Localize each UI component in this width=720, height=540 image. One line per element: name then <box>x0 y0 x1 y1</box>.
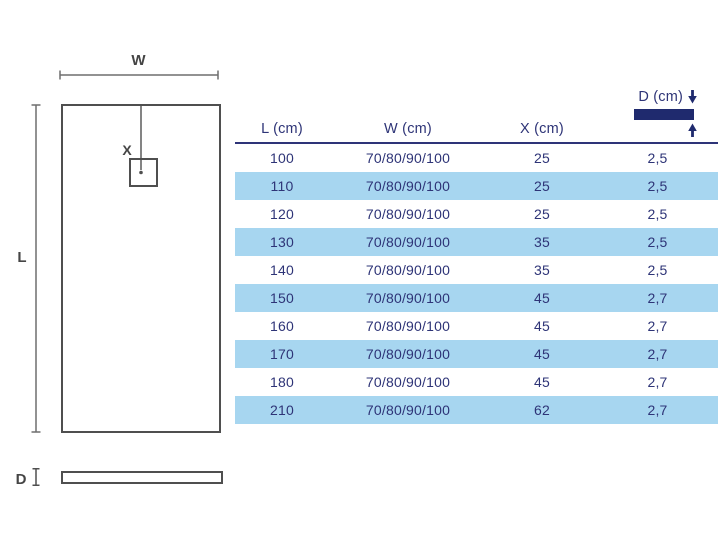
drain-center-dot <box>139 170 143 175</box>
dimensions-table: L (cm) W (cm) X (cm) D (cm) 100 <box>235 88 718 424</box>
table-cell: 70/80/90/100 <box>365 234 451 250</box>
table-cell: 2,7 <box>647 318 668 334</box>
table-cell: 62 <box>534 402 550 418</box>
table-row: 110 70/80/90/100 25 2,5 <box>235 172 718 200</box>
table-cell: 45 <box>534 290 550 306</box>
table-cell: 2,5 <box>647 262 668 278</box>
table-cell: 25 <box>534 178 550 194</box>
depth-dimension-tick <box>32 468 40 486</box>
table-cell: 160 <box>270 318 294 334</box>
table-cell: 25 <box>534 206 550 222</box>
length-dimension-line <box>31 104 41 433</box>
table-cell: 35 <box>534 262 550 278</box>
table-cell: 70/80/90/100 <box>365 178 451 194</box>
length-dimension-label: L <box>17 249 26 266</box>
table-cell: 70/80/90/100 <box>365 262 451 278</box>
table-cell: 70/80/90/100 <box>365 374 451 390</box>
table-row: 130 70/80/90/100 35 2,5 <box>235 228 718 256</box>
table-cell: 70/80/90/100 <box>365 290 451 306</box>
table-cell: 70/80/90/100 <box>365 206 451 222</box>
width-dimension-line <box>59 70 219 80</box>
arrow-down-icon <box>688 90 697 104</box>
table-row: 150 70/80/90/100 45 2,7 <box>235 284 718 312</box>
table-cell: 35 <box>534 234 550 250</box>
table-cell: 150 <box>270 290 294 306</box>
depth-bar-icon <box>634 109 694 120</box>
table-cell: 2,5 <box>647 150 668 166</box>
width-dimension-label: W <box>131 52 146 69</box>
table-row: 160 70/80/90/100 45 2,7 <box>235 312 718 340</box>
table-cell: 100 <box>270 150 294 166</box>
arrow-up-icon <box>688 123 697 137</box>
table-cell: 2,7 <box>647 346 668 362</box>
table-body: 100 70/80/90/100 25 2,5 110 70/80/90/100… <box>235 144 718 424</box>
table-cell: 2,5 <box>647 206 668 222</box>
depth-dimension-label: D <box>16 471 27 488</box>
table-row: 100 70/80/90/100 25 2,5 <box>235 144 718 172</box>
table-header: L (cm) W (cm) X (cm) D (cm) <box>235 88 718 144</box>
table-cell: 210 <box>270 402 294 418</box>
table-row: 120 70/80/90/100 25 2,5 <box>235 200 718 228</box>
table-cell: 45 <box>534 346 550 362</box>
table-cell: 2,7 <box>647 402 668 418</box>
table-cell: 2,5 <box>647 178 668 194</box>
table-cell: 140 <box>270 262 294 278</box>
table-cell: 2,5 <box>647 234 668 250</box>
tray-technical-drawing: W L X D <box>16 52 223 488</box>
table-cell: 70/80/90/100 <box>365 150 451 166</box>
table-row: 180 70/80/90/100 45 2,7 <box>235 368 718 396</box>
table-cell: 70/80/90/100 <box>365 318 451 334</box>
drain-offset-label: X <box>122 142 132 158</box>
table-cell: 45 <box>534 374 550 390</box>
table-row: 170 70/80/90/100 45 2,7 <box>235 340 718 368</box>
table-cell: 2,7 <box>647 290 668 306</box>
header-depth: D (cm) <box>634 89 697 137</box>
drain-square <box>129 158 158 187</box>
header-width: W (cm) <box>384 121 432 137</box>
table-cell: 120 <box>270 206 294 222</box>
table-cell: 180 <box>270 374 294 390</box>
table-cell: 45 <box>534 318 550 334</box>
table-cell: 130 <box>270 234 294 250</box>
header-length: L (cm) <box>261 121 303 137</box>
table-cell: 25 <box>534 150 550 166</box>
tray-side-view-outline <box>61 471 223 484</box>
header-drain-offset: X (cm) <box>520 121 564 137</box>
table-cell: 170 <box>270 346 294 362</box>
table-cell: 110 <box>270 178 294 194</box>
header-depth-label: D (cm) <box>638 89 683 105</box>
table-cell: 70/80/90/100 <box>365 346 451 362</box>
table-cell: 2,7 <box>647 374 668 390</box>
table-row: 140 70/80/90/100 35 2,5 <box>235 256 718 284</box>
table-cell: 70/80/90/100 <box>365 402 451 418</box>
table-row: 210 70/80/90/100 62 2,7 <box>235 396 718 424</box>
